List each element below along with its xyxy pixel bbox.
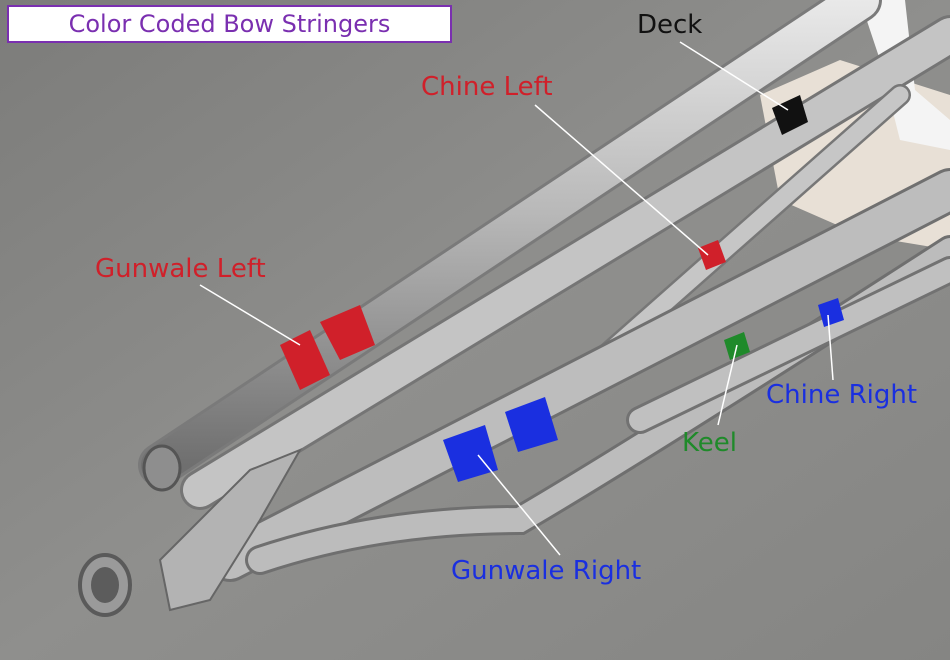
tape-bands xyxy=(280,95,844,482)
gunwale-left-label: Gunwale Left xyxy=(95,254,266,284)
deck-label: Deck xyxy=(637,10,703,40)
chine-left-tape xyxy=(698,240,726,270)
chine-right-label: Chine Right xyxy=(766,380,918,410)
gunwale-right-tape-1 xyxy=(443,425,498,482)
title: Color Coded Bow Stringers xyxy=(68,10,391,38)
gunwale-left-tape-1 xyxy=(280,330,330,390)
chine-left-leader xyxy=(534,104,709,256)
bow-tube-hole xyxy=(91,567,119,603)
leader-lines xyxy=(199,41,834,556)
chine-right-leader xyxy=(827,314,834,381)
gunwale-right-label: Gunwale Right xyxy=(451,556,642,586)
gunwale-right-tape-2 xyxy=(505,397,558,452)
gunwale-left-end xyxy=(142,444,182,492)
gunwale-left-leader xyxy=(199,284,301,346)
bow-bracket xyxy=(158,448,303,612)
gunwale-right-leader xyxy=(477,454,561,556)
deck-leader xyxy=(679,41,789,111)
tubes xyxy=(138,0,950,582)
chine-left-label: Chine Left xyxy=(421,72,553,102)
keel-leader xyxy=(717,344,738,426)
keel-label: Keel xyxy=(682,428,737,458)
gunwale-left-tape-2 xyxy=(320,305,375,360)
chine-right-tape xyxy=(818,298,844,327)
title-box: Color Coded Bow Stringers xyxy=(7,5,452,43)
